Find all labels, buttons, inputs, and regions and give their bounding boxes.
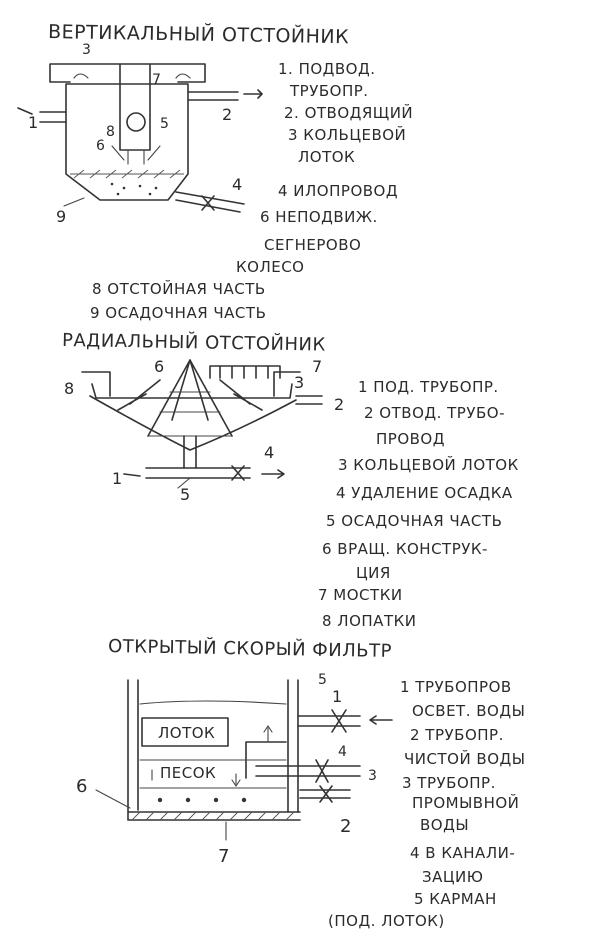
radial-settler-drawing (81, 359, 323, 489)
radial-legend-line-4: 3 КОЛЬЦЕВОЙ ЛОТОК (338, 455, 519, 474)
radial-settler-title: РАДИАЛЬНЫЙ ОТСТОЙНИК (62, 329, 326, 356)
vertical-legend-line-9: КОЛЕСО (236, 258, 305, 276)
filter-legend-line-9: ЗАЦИЮ (422, 868, 483, 886)
vertical-settler-legend: 1. ПОДВОД. ТРУБОПР. 2. ОТВОДЯЩИЙ 3 КОЛЬЦ… (90, 60, 413, 322)
filter-marker-1: 1 (332, 687, 343, 706)
radial-legend-line-8: ЦИЯ (356, 564, 391, 582)
radial-settler-section: РАДИАЛЬНЫЙ ОТСТОЙНИК 1 2 3 (62, 329, 519, 630)
filter-label-trough: ЛОТОК (158, 724, 215, 742)
filter-marker-4: 4 (338, 744, 347, 760)
vertical-marker-3: 3 (82, 42, 91, 58)
rapid-filter-section: ОТКРЫТЫЙ СКОРЫЙ ФИЛЬТР (76, 635, 526, 930)
filter-legend-line-4: ЧИСТОЙ ВОДЫ (404, 749, 526, 768)
vertical-legend-line-11: 9 ОСАДОЧНАЯ ЧАСТЬ (90, 304, 266, 322)
filter-marker-6: 6 (76, 776, 88, 797)
vertical-settler-section: ВЕРТИКАЛЬНЫЙ ОТСТОЙНИК (17, 20, 413, 322)
filter-legend-line-1: 1 ТРУБОПРОВ (400, 678, 512, 696)
filter-label-sand: ПЕСОК (160, 764, 216, 782)
filter-legend-line-2: ОСВЕТ. ВОДЫ (412, 702, 525, 720)
filter-marker-7: 7 (218, 846, 230, 867)
vertical-legend-line-4: 3 КОЛЬЦЕВОЙ (288, 125, 406, 144)
radial-marker-5: 5 (180, 485, 191, 504)
vertical-marker-5: 5 (160, 116, 169, 132)
rapid-filter-drawing (95, 679, 393, 841)
vertical-legend-line-8: СЕГНЕРОВО (264, 236, 361, 254)
radial-settler-legend: 1 ПОД. ТРУБОПР. 2 ОТВОД. ТРУБО- ПРОВОД 3… (318, 378, 519, 630)
radial-marker-4: 4 (264, 443, 275, 462)
rapid-filter-title: ОТКРЫТЫЙ СКОРЫЙ ФИЛЬТР (108, 635, 392, 662)
filter-legend-line-6: ПРОМЫВНОЙ (412, 793, 519, 812)
vertical-marker-9: 9 (56, 207, 67, 226)
radial-legend-line-2: 2 ОТВОД. ТРУБО- (364, 404, 505, 422)
vertical-marker-1: 1 (28, 113, 39, 132)
vertical-legend-line-2: ТРУБОПР. (289, 82, 369, 100)
vertical-legend-line-7: 6 НЕПОДВИЖ. (260, 208, 378, 226)
filter-legend-line-3: 2 ТРУБОПР. (410, 726, 504, 744)
vertical-legend-line-5: ЛОТОК (298, 148, 355, 166)
vertical-settler-markers: 3 1 2 4 5 6 7 8 9 (28, 42, 243, 226)
filter-legend-line-10: 5 КАРМАН (414, 890, 497, 908)
filter-marker-5: 5 (318, 672, 327, 688)
vertical-legend-line-10: 8 ОТСТОЙНАЯ ЧАСТЬ (92, 279, 266, 298)
filter-legend-line-7: ВОДЫ (420, 816, 469, 834)
filter-marker-3: 3 (368, 768, 377, 784)
vertical-marker-8: 8 (106, 124, 115, 140)
rapid-filter-labels: ЛОТОК ПЕСОК (158, 724, 216, 782)
radial-marker-1: 1 (112, 469, 123, 488)
filter-legend-line-8: 4 В КАНАЛИ- (410, 844, 515, 862)
radial-settler-markers: 1 2 3 4 5 6 7 8 (64, 357, 345, 504)
rapid-filter-legend: 1 ТРУБОПРОВ ОСВЕТ. ВОДЫ 2 ТРУБОПР. ЧИСТО… (328, 678, 526, 930)
radial-marker-2: 2 (334, 395, 345, 414)
vertical-legend-line-6: 4 ИЛОПРОВОД (278, 182, 398, 200)
radial-marker-8: 8 (64, 379, 75, 398)
radial-legend-line-9: 7 МОСТКИ (318, 586, 403, 604)
radial-marker-7: 7 (312, 357, 323, 376)
vertical-marker-6: 6 (96, 138, 105, 154)
radial-legend-line-7: 6 ВРАЩ. КОНСТРУК- (322, 540, 488, 558)
vertical-settler-title: ВЕРТИКАЛЬНЫЙ ОТСТОЙНИК (48, 20, 349, 48)
vertical-settler-drawing (17, 63, 263, 213)
filter-marker-2: 2 (340, 816, 352, 837)
filter-legend-line-5: 3 ТРУБОПР. (402, 774, 496, 792)
vertical-marker-7: 7 (152, 72, 161, 88)
radial-marker-6: 6 (154, 357, 165, 376)
filter-legend-line-11: (ПОД. ЛОТОК) (328, 912, 445, 930)
radial-legend-line-1: 1 ПОД. ТРУБОПР. (358, 378, 499, 396)
radial-legend-line-5: 4 УДАЛЕНИЕ ОСАДКА (336, 484, 513, 502)
rapid-filter-markers: 1 2 3 4 5 6 7 (76, 672, 377, 867)
radial-legend-line-10: 8 ЛОПАТКИ (322, 612, 416, 630)
vertical-marker-4: 4 (232, 175, 243, 194)
vertical-legend-line-3: 2. ОТВОДЯЩИЙ (284, 103, 413, 122)
radial-legend-line-3: ПРОВОД (376, 430, 445, 448)
vertical-legend-line-1: 1. ПОДВОД. (278, 60, 375, 78)
vertical-marker-2: 2 (222, 105, 233, 124)
radial-legend-line-6: 5 ОСАДОЧНАЯ ЧАСТЬ (326, 512, 502, 530)
radial-marker-3: 3 (294, 373, 305, 392)
